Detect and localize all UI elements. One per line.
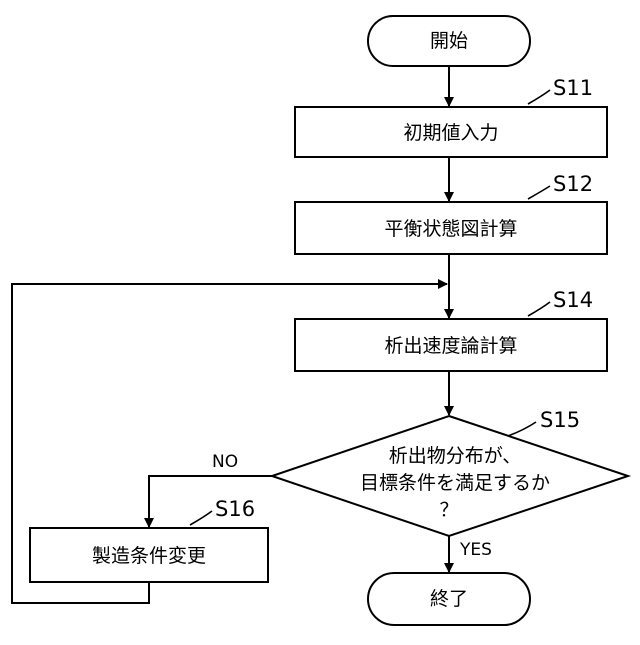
decision-s15: 析出物分布が、 目標条件を満足するか ？ S15 <box>272 408 628 536</box>
no-label: NO <box>212 452 238 472</box>
step-s12-label: 平衡状態図計算 <box>384 218 517 240</box>
yes-label: YES <box>459 540 492 560</box>
start-terminal: 開始 <box>368 16 530 66</box>
end-terminal: 終了 <box>368 573 530 625</box>
decision-s15-line-2: 目標条件を満足するか <box>360 472 550 494</box>
start-label: 開始 <box>430 30 468 52</box>
step-s12-id: S12 <box>553 172 593 196</box>
step-s12-leader <box>528 186 550 199</box>
step-s16-leader <box>190 511 212 525</box>
decision-s15-id: S15 <box>540 408 580 432</box>
decision-s15-line-1: 析出物分布が、 <box>389 445 522 467</box>
step-s14: 析出速度論計算 S14 <box>295 288 607 371</box>
step-s11: 初期値入力 S11 <box>295 76 607 157</box>
step-s16-label: 製造条件変更 <box>92 545 206 567</box>
step-s11-id: S11 <box>553 76 593 100</box>
step-s11-label: 初期値入力 <box>403 122 498 144</box>
decision-s15-line-3: ？ <box>439 499 458 521</box>
step-s12: 平衡状態図計算 S12 <box>295 172 607 254</box>
step-s14-id: S14 <box>553 288 593 312</box>
end-label: 終了 <box>430 588 468 610</box>
step-s14-label: 析出速度論計算 <box>384 335 517 357</box>
decision-s15-leader <box>508 422 536 436</box>
step-s14-leader <box>528 302 550 316</box>
step-s11-leader <box>528 90 550 104</box>
step-s16-id: S16 <box>215 497 255 521</box>
